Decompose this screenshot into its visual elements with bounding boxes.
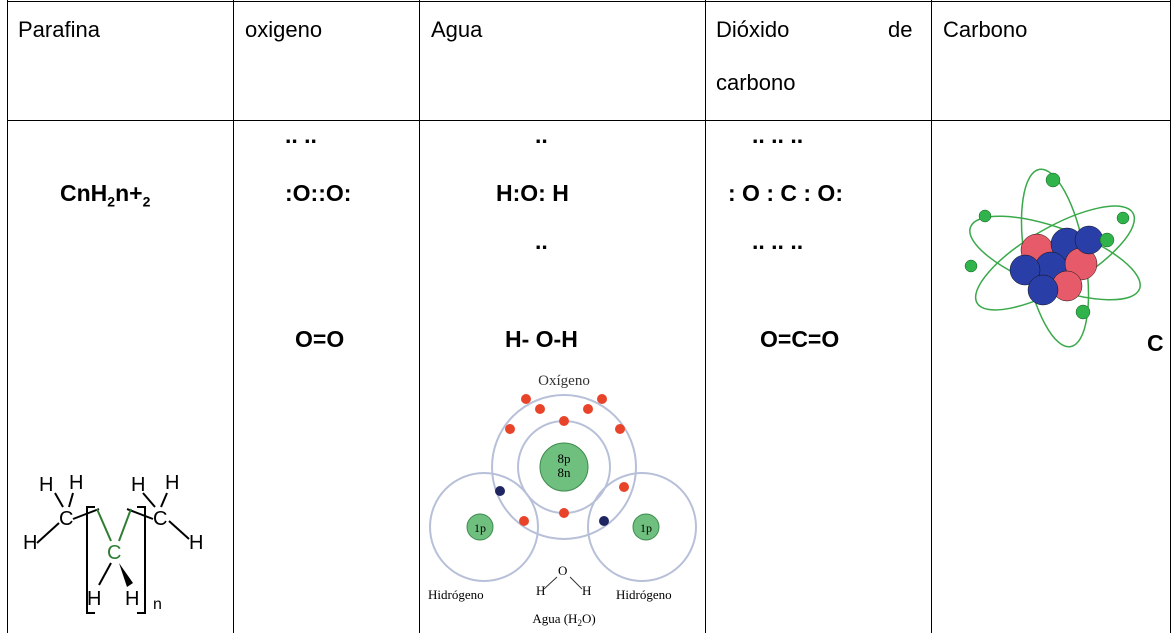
col-border-4 xyxy=(931,0,932,633)
dioxido-lewis: : O : C : O: xyxy=(728,180,843,206)
formula-part: n+ xyxy=(115,180,143,206)
nucleus-h-right: 1p xyxy=(640,521,652,535)
row-border-top xyxy=(7,1,1171,2)
atom-c: C xyxy=(107,542,121,564)
oxigeno-lewis-top: .. .. xyxy=(285,122,317,148)
row-border-header xyxy=(7,120,1171,121)
label-agua: Agua (H2O) xyxy=(532,611,595,628)
oxigeno-structural: O=O xyxy=(295,326,345,352)
oxigeno-lewis: :O::O: xyxy=(285,180,352,206)
col-border-left xyxy=(7,0,8,633)
dioxido-lewis-top: .. .. .. xyxy=(752,122,804,148)
subscript-n: n xyxy=(153,596,162,613)
small-h: H xyxy=(536,583,545,598)
atom-c: C xyxy=(59,508,73,530)
agua-lewis-bot: .. xyxy=(535,228,548,254)
header-carbono: Carbono xyxy=(943,17,1028,42)
small-h: H xyxy=(582,583,591,598)
diagram-title: Oxígeno xyxy=(538,373,590,389)
atom-h: H xyxy=(69,472,83,494)
col-border-right xyxy=(1170,0,1171,633)
carbono-atom-image xyxy=(964,168,1141,348)
atom-c: C xyxy=(153,508,167,530)
col-border-2 xyxy=(419,0,420,633)
dioxido-structural: O=C=O xyxy=(760,326,840,352)
nucleus-o-p: 8p xyxy=(558,451,571,466)
atom-h: H xyxy=(39,474,53,496)
dioxido-lewis-bot: .. .. .. xyxy=(752,228,804,254)
label-hidrogeno-right: Hidrógeno xyxy=(616,587,672,602)
label-hidrogeno-left: Hidrógeno xyxy=(428,587,484,602)
header-parafina: Parafina xyxy=(18,17,100,42)
nucleus-h-left: 1p xyxy=(474,521,486,535)
parafina-structure: H H C H H H C H C H H n xyxy=(23,472,203,614)
carbono-symbol: C xyxy=(1147,330,1164,356)
col-border-3 xyxy=(705,0,706,633)
col-border-1 xyxy=(233,0,234,633)
formula-part: CnH xyxy=(60,180,108,206)
agua-lewis: H:O: H xyxy=(496,180,569,206)
atom-h: H xyxy=(87,588,101,610)
atom-h: H xyxy=(23,532,37,554)
formula-sub: 2 xyxy=(107,193,116,210)
header-dioxido-3: carbono xyxy=(716,70,796,95)
atom-h: H xyxy=(189,532,203,554)
agua-structural: H- O-H xyxy=(505,326,578,352)
agua-atomic-diagram: Oxígeno 8p 8n 1p 1p Hidrógeno Hidrógeno … xyxy=(428,373,697,628)
header-oxigeno: oxigeno xyxy=(245,17,323,42)
atom-h: H xyxy=(131,474,145,496)
nucleus-o-n: 8n xyxy=(558,465,572,480)
header-agua: Agua xyxy=(431,17,483,42)
atom-h: H xyxy=(125,588,139,610)
header-dioxido-2: de xyxy=(888,17,913,42)
atom-h: H xyxy=(165,472,179,494)
formula-sub: 2 xyxy=(142,193,151,210)
parafina-formula: CnH2n+2 xyxy=(60,180,150,210)
small-o: O xyxy=(558,563,567,578)
header-dioxido-1: Dióxido xyxy=(716,17,790,42)
agua-lewis-top: .. xyxy=(535,122,548,148)
